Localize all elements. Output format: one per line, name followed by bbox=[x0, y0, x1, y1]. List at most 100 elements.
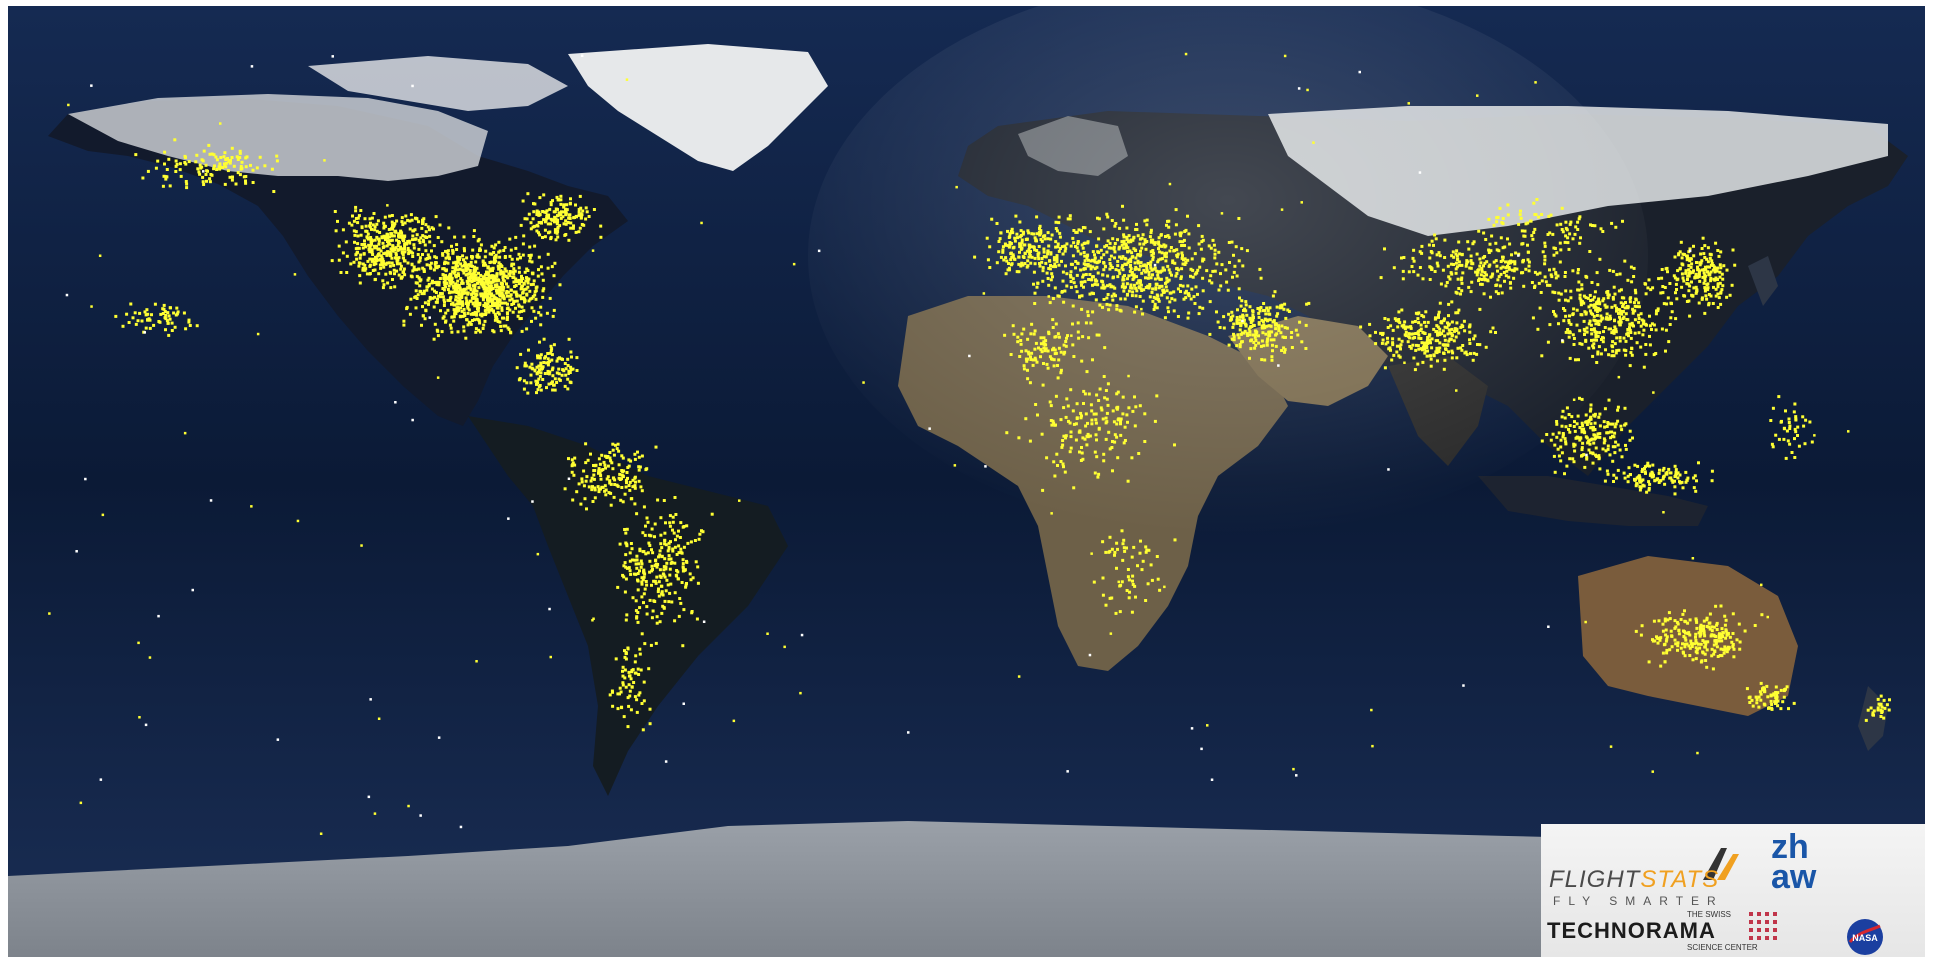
airport-marker bbox=[1587, 448, 1591, 452]
airport-marker bbox=[657, 555, 660, 559]
airport-marker bbox=[471, 319, 474, 322]
airport-marker bbox=[1608, 314, 1612, 318]
airport-marker bbox=[536, 356, 540, 360]
airport-marker bbox=[1173, 443, 1176, 447]
airport-marker bbox=[1135, 281, 1139, 285]
airport-marker bbox=[1248, 356, 1251, 360]
airport-marker bbox=[1237, 217, 1241, 220]
airport-marker bbox=[438, 277, 442, 280]
airport-marker bbox=[442, 276, 446, 280]
airport-marker bbox=[609, 482, 613, 486]
airport-marker bbox=[162, 307, 166, 311]
airport-marker bbox=[1622, 302, 1625, 306]
airport-marker bbox=[1649, 288, 1653, 292]
airport-marker bbox=[405, 307, 409, 311]
airport-marker bbox=[398, 246, 402, 250]
airport-marker bbox=[372, 212, 376, 215]
airport-marker bbox=[460, 268, 464, 272]
airport-marker bbox=[468, 271, 472, 275]
airport-marker bbox=[355, 257, 359, 261]
airport-marker bbox=[1125, 589, 1129, 592]
airport-marker bbox=[1439, 282, 1443, 286]
airport-marker bbox=[1123, 549, 1127, 553]
airport-marker bbox=[490, 292, 494, 296]
airport-marker bbox=[1618, 336, 1622, 340]
airport-marker bbox=[537, 231, 540, 235]
airport-marker bbox=[1027, 255, 1031, 259]
airport-marker bbox=[1070, 262, 1074, 266]
airport-marker bbox=[1510, 268, 1514, 272]
airport-marker bbox=[1675, 297, 1679, 301]
airport-marker bbox=[356, 216, 360, 220]
airport-marker bbox=[1148, 263, 1152, 267]
airport-marker bbox=[1560, 424, 1564, 428]
airport-marker bbox=[1277, 326, 1281, 330]
airport-marker bbox=[1572, 460, 1576, 464]
airport-marker bbox=[1722, 264, 1726, 268]
airport-marker bbox=[1397, 318, 1401, 321]
airport-marker bbox=[558, 378, 562, 382]
airport-marker bbox=[667, 541, 671, 545]
airport-marker bbox=[1183, 244, 1186, 247]
airport-marker bbox=[1628, 297, 1632, 301]
airport-marker bbox=[1435, 351, 1439, 355]
airport-marker bbox=[618, 692, 621, 696]
airport-marker bbox=[1425, 346, 1429, 349]
airport-marker bbox=[647, 541, 651, 545]
airport-marker bbox=[533, 293, 537, 297]
airport-marker bbox=[428, 256, 432, 260]
airport-marker bbox=[599, 474, 603, 477]
airport-marker bbox=[1599, 314, 1603, 318]
airport-marker bbox=[1168, 249, 1172, 253]
airport-marker bbox=[1046, 277, 1050, 280]
airport-marker bbox=[1057, 215, 1061, 219]
airport-marker bbox=[1393, 317, 1397, 321]
airport-marker bbox=[1615, 309, 1618, 313]
airport-marker bbox=[496, 320, 500, 323]
airport-marker bbox=[528, 256, 532, 260]
airport-marker bbox=[590, 488, 594, 492]
airport-marker bbox=[1080, 229, 1083, 233]
airport-marker bbox=[1703, 244, 1707, 248]
airport-marker bbox=[448, 257, 451, 261]
airport-marker bbox=[1718, 263, 1722, 267]
airport-marker bbox=[519, 317, 523, 320]
airport-marker bbox=[1658, 638, 1662, 642]
airport-marker bbox=[1705, 618, 1709, 622]
airport-marker bbox=[655, 565, 659, 569]
airport-marker bbox=[613, 483, 617, 486]
airport-marker bbox=[1113, 286, 1117, 290]
airport-marker bbox=[1386, 340, 1390, 344]
airport-marker bbox=[548, 296, 552, 300]
airport-marker bbox=[468, 284, 472, 288]
airport-marker bbox=[1706, 288, 1710, 292]
airport-marker bbox=[1229, 316, 1233, 319]
airport-marker bbox=[481, 260, 485, 264]
airport-marker bbox=[684, 583, 688, 587]
airport-marker bbox=[1164, 251, 1168, 255]
airport-marker bbox=[1477, 268, 1481, 272]
airport-marker bbox=[1590, 338, 1593, 342]
airport-marker bbox=[629, 497, 633, 501]
airport-marker bbox=[1449, 271, 1453, 275]
airport-marker bbox=[1151, 299, 1155, 303]
airport-marker bbox=[1461, 344, 1465, 347]
airport-marker bbox=[1274, 323, 1277, 327]
airport-marker bbox=[1104, 389, 1108, 392]
airport-marker bbox=[1585, 275, 1589, 279]
airport-marker bbox=[650, 583, 653, 587]
airport-marker bbox=[513, 269, 517, 273]
airport-marker bbox=[1712, 643, 1716, 647]
airport-marker bbox=[1151, 258, 1155, 262]
airport-marker bbox=[509, 288, 513, 292]
airport-marker bbox=[1386, 326, 1390, 329]
airport-marker bbox=[1510, 253, 1513, 257]
airport-marker bbox=[1125, 282, 1129, 286]
airport-marker bbox=[518, 282, 521, 286]
airport-marker bbox=[1086, 421, 1089, 425]
airport-marker bbox=[591, 500, 595, 503]
airport-marker bbox=[1694, 291, 1698, 295]
airport-marker bbox=[491, 302, 494, 306]
airport-marker bbox=[1573, 449, 1577, 453]
airport-marker bbox=[1703, 634, 1707, 638]
